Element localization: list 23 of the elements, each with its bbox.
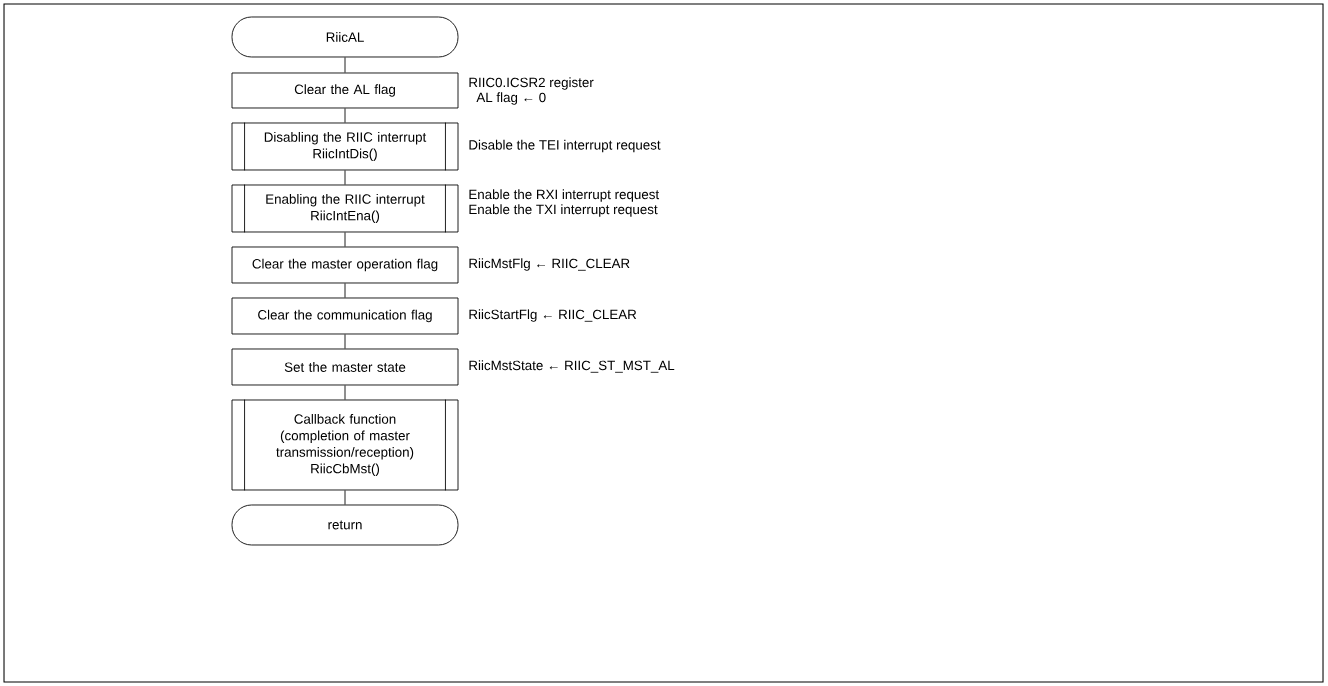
connector-line	[344, 57, 346, 73]
connector-line	[344, 283, 346, 298]
process-box: Set the master state	[231, 348, 459, 386]
predefined-process-box: Callback function (completion of master transmission/reception) RiicCbMst()	[231, 399, 459, 491]
process-box: Clear the AL flag	[231, 72, 459, 109]
connector-line	[344, 170, 346, 185]
connector-line	[344, 385, 346, 400]
annotation-text: RiicStartFlg ← RIIC_CLEAR	[469, 309, 637, 322]
connector-line	[344, 232, 346, 247]
annotation-text: RIIC0.ICSR2 register	[469, 77, 594, 90]
annotation-text: AL flag ← 0	[476, 92, 546, 105]
annotation-text: Enable the RXI interrupt request	[469, 189, 660, 202]
process-box: Clear the communication flag	[231, 297, 459, 335]
process-box: Clear the master operation flag	[231, 246, 459, 284]
predefined-process-box: Enabling the RIIC interrupt RiicIntEna()	[231, 184, 459, 233]
connector-line	[344, 334, 346, 349]
predefined-process-box: Disabling the RIIC interrupt RiicIntDis()	[231, 122, 459, 171]
annotation-text: Enable the TXI interrupt request	[469, 204, 658, 217]
connector-line	[344, 108, 346, 123]
annotation-text: RiicMstState ← RIIC_ST_MST_AL	[469, 360, 675, 373]
annotation-text: Disable the TEI interrupt request	[469, 139, 661, 153]
annotation-text: RiicMstFlg ← RIIC_CLEAR	[469, 258, 630, 271]
connector-line	[344, 490, 346, 505]
